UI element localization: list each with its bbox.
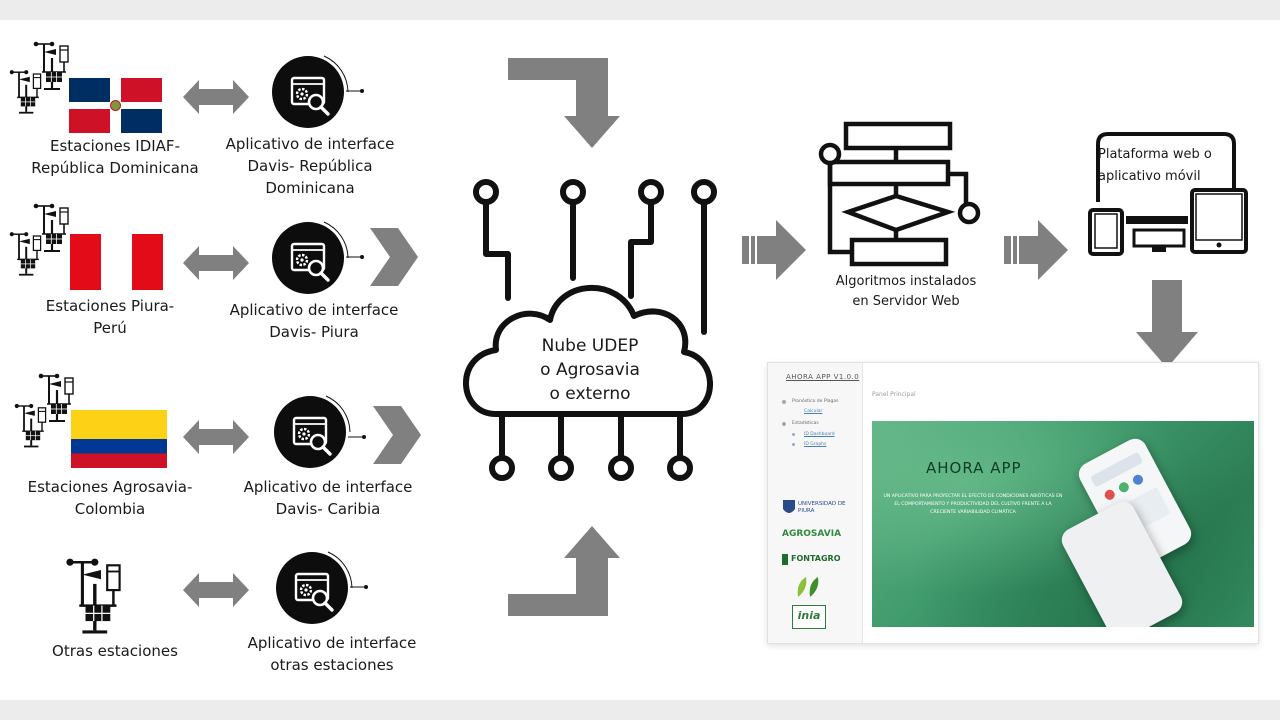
fontagro-logo: FONTAGRO bbox=[782, 553, 854, 567]
udep-logo-text: UNIVERSIDAD DE PIURA bbox=[798, 501, 846, 514]
interface-app-icon bbox=[272, 394, 352, 470]
chevron-right-icon bbox=[370, 228, 418, 286]
fontagro-mark-icon bbox=[782, 554, 788, 565]
interface-app-icon bbox=[270, 220, 350, 296]
bullet-icon bbox=[792, 443, 795, 446]
bent-arrow-up-icon bbox=[508, 526, 620, 616]
app-submenu-item[interactable]: Calcular bbox=[804, 409, 823, 414]
server-label: Algoritmos instalados en Servidor Web bbox=[835, 274, 977, 309]
app-caption-colombia: Aplicativo de interface Davis- Caribia bbox=[243, 478, 413, 518]
app-panel-label: Panel Principal bbox=[872, 391, 916, 398]
arrow-down-icon bbox=[1136, 280, 1198, 368]
station-caption-colombia: Estaciones Agrosavia- Colombia bbox=[27, 478, 193, 518]
double-arrow-icon bbox=[183, 80, 249, 114]
cloud-label: Nube UDEP o Agrosavia o externo bbox=[540, 336, 640, 404]
bullet-icon bbox=[792, 433, 795, 436]
chevron-right-icon bbox=[373, 406, 421, 464]
bent-arrow-down-icon bbox=[508, 58, 620, 148]
app-menu-item[interactable]: Estadísticas bbox=[792, 421, 819, 426]
leaf-logo-icon bbox=[797, 577, 819, 597]
app-caption-other: Aplicativo de interface otras estaciones bbox=[247, 634, 417, 674]
inia-logo-text: inia bbox=[797, 609, 821, 622]
flag-colombia-icon bbox=[71, 410, 167, 468]
udep-logo: UNIVERSIDAD DE PIURA bbox=[782, 499, 854, 517]
double-arrow-icon bbox=[183, 246, 249, 280]
connector-dot-icon bbox=[346, 89, 364, 93]
station-caption-piura: Estaciones Piura- Perú bbox=[45, 297, 175, 337]
app-caption-piura: Aplicativo de interface Davis- Piura bbox=[229, 301, 399, 341]
app-hero-title: AHORA APP bbox=[926, 459, 1022, 477]
app-title: AHORA APP V1.0.0 bbox=[786, 373, 860, 381]
double-arrow-icon bbox=[183, 573, 249, 607]
connector-dot-icon bbox=[346, 255, 364, 259]
fontagro-logo-text: FONTAGRO bbox=[791, 554, 841, 563]
app-submenu-item[interactable]: ID Graphs bbox=[804, 442, 827, 447]
platform-label: Plataforma web o aplicativo móvil bbox=[1098, 147, 1212, 184]
flowchart-algorithm-icon bbox=[818, 121, 981, 267]
app-menu-item[interactable]: Pronóstico de Plagas bbox=[792, 399, 839, 404]
cloud-circuit-icon bbox=[463, 179, 717, 481]
devices-icon bbox=[1088, 132, 1248, 256]
arrow-right-icon bbox=[1004, 220, 1068, 280]
arrow-right-icon bbox=[742, 220, 806, 280]
app-submenu-item[interactable]: ID Dashboard bbox=[804, 432, 835, 437]
connector-dot-icon bbox=[348, 435, 366, 439]
station-caption-other: Otras estaciones bbox=[52, 642, 178, 660]
inia-logo: inia bbox=[792, 605, 826, 629]
station-caption-dominican: Estaciones IDIAF- República Dominicana bbox=[31, 137, 199, 177]
double-arrow-icon bbox=[183, 420, 249, 454]
app-hero-banner: AHORA APP Un aplicativo para proyectar e… bbox=[872, 421, 1254, 627]
app-screenshot: AHORA APP V1.0.0 Pronóstico de Plagas Ca… bbox=[767, 362, 1259, 644]
flag-dominican-republic-icon bbox=[69, 78, 162, 133]
agrosavia-logo: AGROSAVIA bbox=[782, 529, 842, 539]
weather-station-icon bbox=[64, 556, 122, 636]
connector-dot-icon bbox=[350, 585, 368, 589]
app-hero-text: Un aplicativo para proyectar el efecto d… bbox=[883, 494, 1063, 515]
flag-peru-icon bbox=[70, 234, 163, 290]
interface-app-icon bbox=[270, 54, 350, 130]
chart-icon bbox=[782, 422, 786, 426]
app-caption-dominican: Aplicativo de interface Davis- República… bbox=[225, 135, 395, 197]
app-sidebar: AHORA APP V1.0.0 Pronóstico de Plagas Ca… bbox=[768, 363, 863, 643]
interface-app-icon bbox=[274, 550, 354, 626]
leaf-icon bbox=[782, 400, 786, 404]
